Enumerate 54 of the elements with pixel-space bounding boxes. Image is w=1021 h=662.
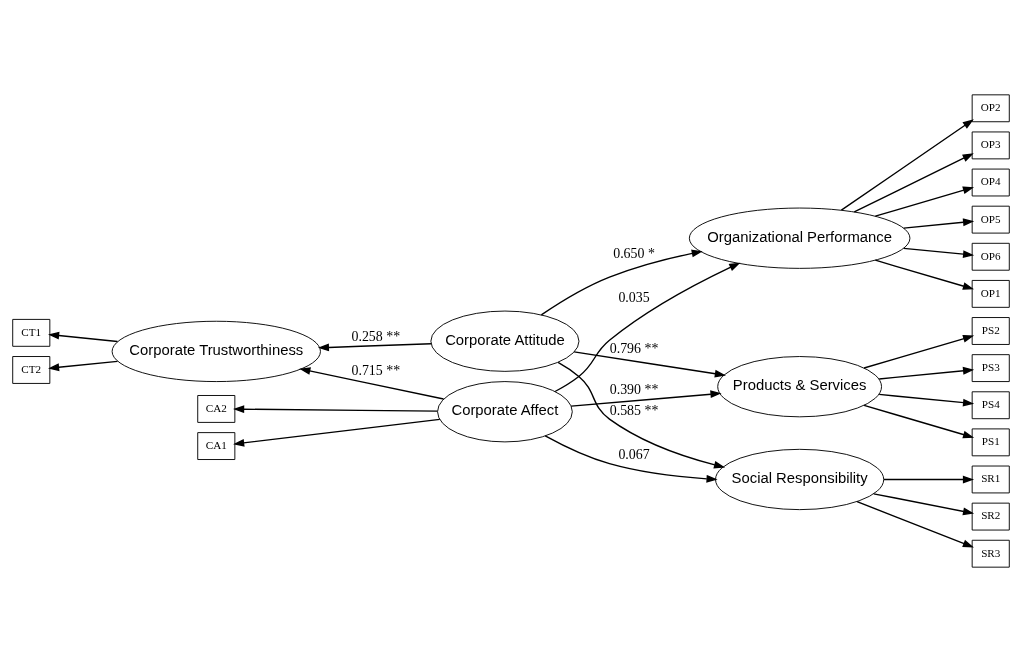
node-box: OP5 bbox=[971, 205, 1010, 234]
edge-label: 0.585 ** bbox=[609, 402, 658, 418]
arrow bbox=[877, 393, 974, 407]
arrow bbox=[544, 435, 718, 483]
arrow bbox=[556, 361, 725, 469]
arrow bbox=[902, 218, 974, 229]
node-ellipse: Corporate Trustworthiness bbox=[111, 320, 321, 383]
arrow bbox=[47, 360, 118, 372]
edge-label: 0.390 ** bbox=[609, 382, 658, 398]
arrow bbox=[882, 475, 974, 484]
node-box: SR2 bbox=[971, 502, 1010, 531]
arrow bbox=[47, 331, 118, 343]
node-box: PS4 bbox=[971, 391, 1010, 420]
node-box: PS3 bbox=[971, 354, 1010, 383]
arrow bbox=[570, 390, 722, 407]
node-box: OP1 bbox=[971, 279, 1010, 308]
arrow bbox=[232, 418, 440, 447]
arrow bbox=[874, 186, 974, 217]
node-box: CT1 bbox=[11, 318, 50, 347]
node-ellipse: Corporate Attitude bbox=[429, 310, 579, 372]
node-box: OP6 bbox=[971, 242, 1010, 271]
node-ellipse: Corporate Affect bbox=[436, 381, 573, 443]
edge-label: 0.067 bbox=[617, 447, 650, 463]
arrow bbox=[862, 404, 974, 439]
arrow bbox=[862, 335, 974, 369]
node-box: OP2 bbox=[971, 94, 1010, 123]
arrow bbox=[902, 247, 974, 258]
arrow bbox=[840, 119, 974, 211]
edge-label: 0.650 * bbox=[612, 245, 655, 261]
arrow bbox=[298, 367, 444, 400]
node-box: SR3 bbox=[971, 539, 1010, 568]
node-box: SR1 bbox=[971, 465, 1010, 494]
arrow bbox=[553, 262, 740, 393]
arrow bbox=[853, 153, 974, 213]
arrow bbox=[872, 493, 974, 516]
node-box: CT2 bbox=[11, 356, 50, 384]
node-box: PS2 bbox=[971, 317, 1010, 345]
arrow bbox=[572, 351, 726, 378]
node-box: OP4 bbox=[971, 168, 1010, 197]
arrow bbox=[855, 500, 974, 548]
edge-label: 0.796 ** bbox=[609, 341, 658, 357]
arrow bbox=[540, 249, 703, 316]
node-box: CA2 bbox=[196, 395, 235, 423]
edge-label: 0.035 bbox=[617, 290, 650, 306]
arrow bbox=[317, 343, 432, 352]
arrow bbox=[877, 366, 974, 380]
node-box: PS1 bbox=[971, 428, 1010, 457]
arrow bbox=[232, 405, 438, 414]
node-box: CA1 bbox=[196, 432, 235, 460]
edge-label: 0.715 ** bbox=[350, 362, 400, 378]
edge-label: 0.258 ** bbox=[350, 329, 400, 345]
node-box: OP3 bbox=[971, 131, 1010, 160]
node-ellipse: Products & Services bbox=[716, 356, 882, 418]
arrow bbox=[874, 259, 974, 290]
